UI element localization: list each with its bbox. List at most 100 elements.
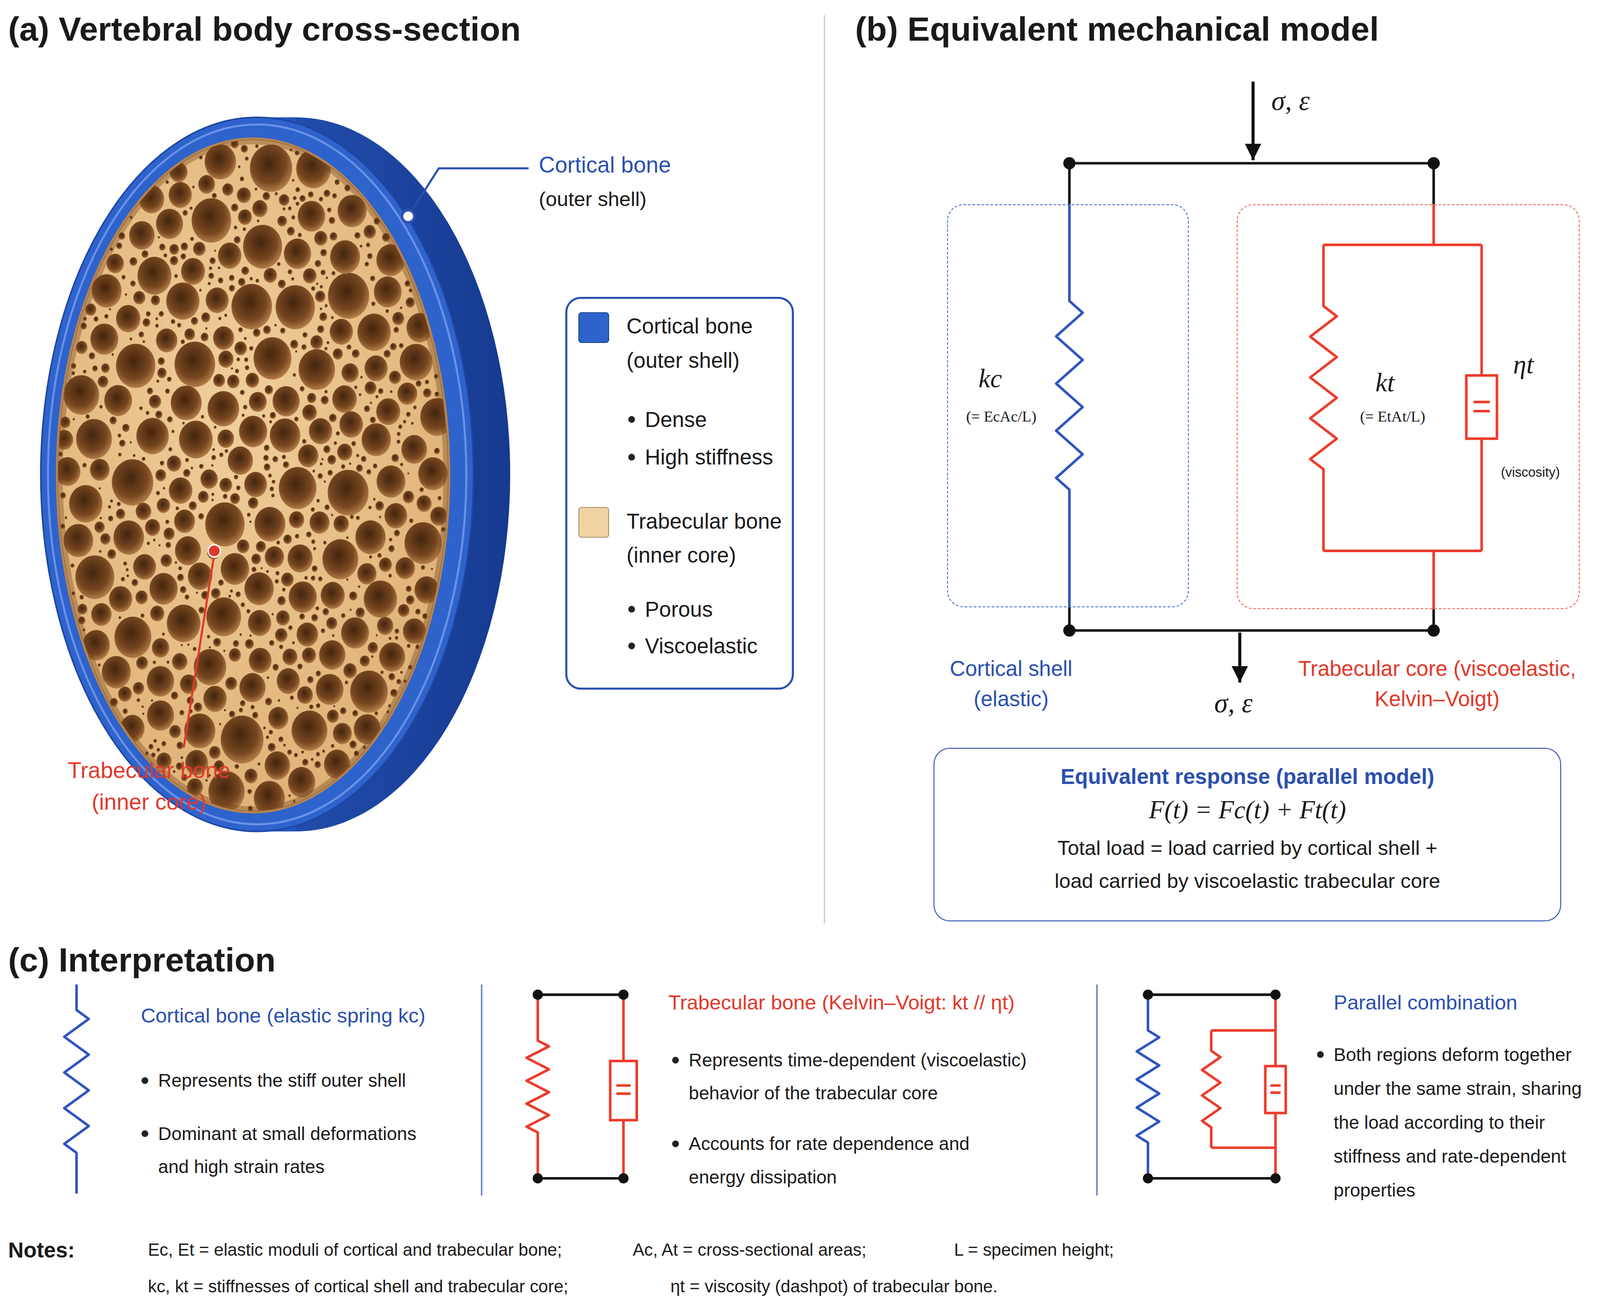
pore	[263, 463, 271, 471]
pore	[379, 557, 393, 573]
trabecular-face-shadow	[60, 141, 446, 810]
pore	[333, 704, 336, 708]
pore	[349, 591, 358, 601]
pore	[250, 704, 255, 710]
pore	[174, 536, 202, 566]
pore	[348, 462, 352, 465]
pore	[349, 608, 352, 611]
pore	[88, 352, 95, 360]
pore	[312, 469, 315, 473]
pore	[349, 740, 357, 749]
pore	[324, 504, 330, 511]
pore	[160, 554, 173, 568]
pore	[297, 686, 314, 704]
pore	[320, 269, 326, 276]
pore	[101, 363, 110, 373]
pore	[307, 676, 314, 684]
spring-symbol	[1310, 244, 1338, 551]
pore	[131, 579, 138, 587]
region-box: kc(= EcAc/L)Cortical shell (elastic)	[947, 204, 1189, 608]
pore	[214, 249, 217, 252]
pore	[403, 419, 407, 424]
pore	[296, 622, 319, 647]
pore	[310, 575, 316, 581]
pore	[248, 391, 267, 412]
pore	[129, 220, 155, 250]
pore	[295, 201, 300, 206]
pore	[205, 287, 229, 314]
pore	[272, 663, 279, 671]
pore	[278, 736, 284, 743]
pore	[184, 594, 190, 601]
pore	[283, 534, 292, 545]
pore	[149, 572, 179, 605]
pore	[234, 764, 240, 770]
pore	[229, 274, 235, 282]
pore	[239, 700, 246, 707]
pore	[116, 508, 126, 520]
region-heading: Cortical shell (elastic)	[934, 653, 1088, 714]
pore	[271, 493, 275, 498]
pore	[375, 634, 379, 637]
pore	[310, 757, 314, 761]
note-text: Ec, Et = elastic moduli of cortical and …	[147, 1238, 562, 1261]
pore	[346, 578, 349, 582]
pore	[173, 509, 195, 534]
pore	[274, 192, 278, 196]
pore	[323, 189, 331, 198]
pore	[287, 269, 293, 275]
pore	[388, 673, 396, 681]
viscosity-symbol: ηt	[1513, 347, 1534, 381]
pore	[332, 193, 337, 199]
pore	[276, 540, 281, 545]
pore	[136, 656, 149, 670]
pore	[277, 279, 286, 289]
pore	[145, 311, 151, 317]
pore	[178, 566, 183, 571]
pore	[356, 464, 363, 473]
pore	[222, 493, 228, 499]
pore	[288, 794, 291, 798]
pore	[370, 655, 374, 658]
pore	[437, 496, 442, 501]
pore	[310, 507, 315, 512]
pore	[401, 435, 427, 465]
pore	[129, 337, 133, 341]
pore	[213, 326, 235, 350]
pore	[123, 561, 128, 567]
bullet-dot	[672, 1140, 680, 1148]
bullet-dot	[628, 642, 635, 650]
pore	[308, 191, 314, 198]
pore	[213, 638, 221, 647]
pore	[185, 457, 190, 463]
pore	[319, 285, 324, 289]
pore	[217, 429, 235, 448]
pore	[85, 414, 90, 419]
wire	[1323, 204, 1482, 610]
pore	[357, 563, 377, 585]
pore	[184, 328, 196, 341]
viscosity-note: (viscosity)	[1501, 464, 1560, 481]
pore	[291, 215, 296, 221]
pore	[209, 746, 221, 760]
pore	[341, 613, 346, 619]
pore	[165, 388, 171, 395]
pore	[118, 616, 122, 620]
pore	[199, 464, 204, 470]
pore	[278, 194, 290, 207]
pore	[150, 295, 160, 306]
pore	[394, 530, 400, 537]
pore	[146, 387, 154, 395]
pore	[174, 341, 216, 388]
pore	[227, 446, 254, 475]
pore	[389, 537, 393, 542]
pore	[200, 469, 218, 489]
pore	[385, 309, 390, 314]
junction-dot	[1270, 989, 1281, 1000]
pore	[295, 533, 300, 539]
pore	[157, 357, 165, 366]
bullet-dot	[141, 1130, 149, 1137]
pore	[234, 474, 239, 480]
pore	[388, 545, 395, 553]
pore	[218, 316, 222, 321]
